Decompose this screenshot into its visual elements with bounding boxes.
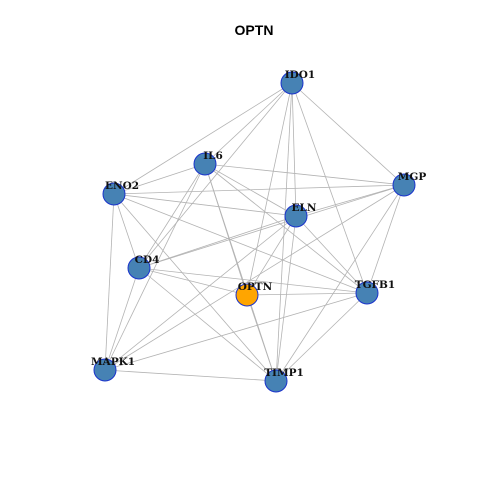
graph-title: OPTN	[235, 22, 274, 38]
node-mgp	[392, 173, 416, 197]
edge-eno2-tgfb1	[113, 193, 368, 294]
edge-cd4-timp1	[138, 267, 277, 382]
node-label-ido1: IDO1	[285, 69, 315, 81]
edge-tgfb1-mapk1	[104, 292, 368, 371]
edge-ido1-eln	[291, 82, 297, 217]
edge-ido1-eno2	[113, 82, 293, 195]
edge-il6-cd4	[138, 163, 206, 269]
edge-eln-tgfb1	[295, 215, 368, 294]
edge-mgp-timp1	[275, 184, 405, 382]
nodes-layer	[93, 71, 416, 393]
edge-eln-cd4	[138, 215, 297, 269]
edge-tgfb1-timp1	[275, 292, 368, 382]
node-tgfb1	[355, 281, 379, 305]
node-eno2	[102, 182, 126, 206]
edge-ido1-il6	[204, 82, 293, 165]
node-mapk1	[93, 358, 117, 382]
edge-optn-timp1	[246, 294, 277, 382]
edge-mapk1-timp1	[104, 369, 277, 382]
node-label-eln: ELN	[292, 202, 317, 214]
edge-ido1-tgfb1	[291, 82, 368, 294]
edge-ido1-timp1	[275, 82, 293, 382]
edge-eno2-mgp	[113, 184, 405, 195]
edge-il6-mapk1	[104, 163, 206, 371]
edge-eln-optn	[246, 215, 297, 296]
node-label-eno2: ENO2	[105, 180, 139, 192]
edge-eln-mapk1	[104, 215, 297, 371]
edge-cd4-optn	[138, 267, 248, 296]
edge-mgp-cd4	[138, 184, 405, 269]
edge-ido1-mgp	[291, 82, 405, 186]
node-timp1	[264, 369, 288, 393]
node-ido1	[280, 71, 304, 95]
edge-mgp-eln	[295, 184, 405, 217]
edges-layer	[104, 82, 405, 382]
node-label-mapk1: MAPK1	[91, 356, 135, 368]
edge-il6-tgfb1	[204, 163, 368, 294]
node-il6	[193, 152, 217, 176]
edge-eno2-cd4	[113, 193, 140, 269]
edge-eno2-mapk1	[104, 193, 115, 371]
edge-cd4-tgfb1	[138, 267, 368, 294]
node-label-tgfb1: TGFB1	[355, 279, 395, 291]
edge-ido1-cd4	[138, 82, 293, 269]
node-label-il6: IL6	[203, 150, 223, 162]
node-label-timp1: TIMP1	[264, 367, 304, 379]
edge-mgp-tgfb1	[366, 184, 405, 294]
node-label-mgp: MGP	[398, 171, 427, 183]
node-optn	[235, 283, 259, 307]
edge-il6-mgp	[204, 163, 405, 186]
edge-mgp-mapk1	[104, 184, 405, 371]
node-eln	[284, 204, 308, 228]
edge-cd4-mapk1	[104, 267, 140, 371]
edge-optn-tgfb1	[246, 292, 368, 296]
node-label-optn: OPTN	[238, 281, 273, 293]
edge-il6-eno2	[113, 163, 206, 195]
edge-eno2-timp1	[113, 193, 277, 382]
edge-eno2-eln	[113, 193, 297, 217]
edge-eln-timp1	[275, 215, 297, 382]
node-label-cd4: CD4	[135, 254, 160, 266]
node-cd4	[127, 256, 151, 280]
